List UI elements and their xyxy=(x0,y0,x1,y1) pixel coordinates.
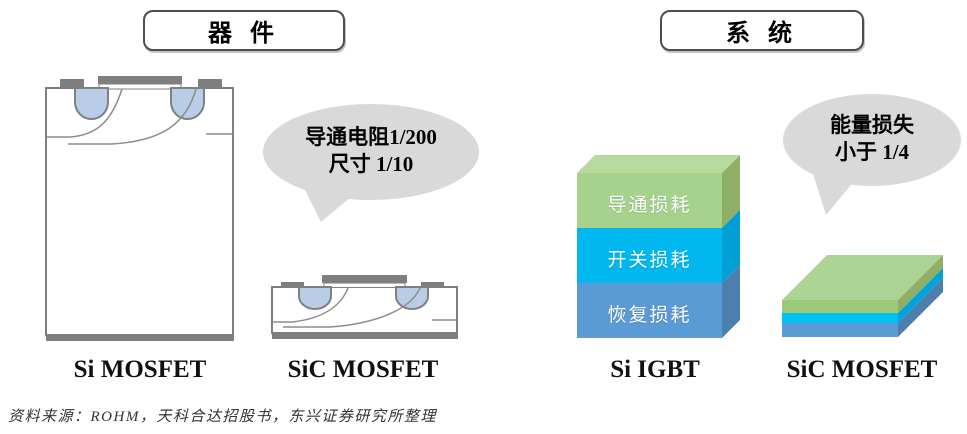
device-section-title: 器 件 xyxy=(143,10,345,51)
system-bubble-ellipse xyxy=(783,94,961,186)
device-bubble-shape xyxy=(263,104,479,222)
device-bubble-text: 导通电阻1/200 尺寸 1/10 xyxy=(263,124,479,178)
igbt-front-conduction xyxy=(577,173,722,228)
si-mosfet-gate-bar xyxy=(98,76,182,84)
sic-mosfet-drain-bar xyxy=(272,333,458,339)
slab-front-green xyxy=(782,300,898,313)
system-bubble-shape xyxy=(783,94,961,215)
slab-side-green xyxy=(898,255,943,313)
si-igbt-stack xyxy=(577,155,740,338)
sic-mosfet-system-label: SiC MOSFET xyxy=(786,356,938,383)
system-bubble-line2: 小于 1/4 xyxy=(834,140,910,164)
igbt-layer-label-switching: 开关损耗 xyxy=(607,250,692,271)
sic-mosfet-slab xyxy=(782,255,943,337)
sic-mosfet-depletion-curve-left xyxy=(272,287,349,323)
sic-mosfet-depletion-curve-right xyxy=(283,287,421,328)
system-bubble-line1: 能量损失 xyxy=(830,113,914,137)
sic-mosfet-diagram xyxy=(271,275,458,339)
slab-side-cyan xyxy=(898,268,943,323)
igbt-layer-label-conduction: 导通损耗 xyxy=(607,195,692,216)
system-bubble-text: 能量损失 小于 1/4 xyxy=(783,112,961,166)
igbt-side-recovery xyxy=(722,265,740,338)
si-igbt-label: Si IGBT xyxy=(610,356,700,383)
slab-front-cyan xyxy=(782,313,898,323)
system-section-title-text: 系 统 xyxy=(726,21,798,47)
system-bubble-tail xyxy=(813,174,856,215)
sic-mosfet-gate-bar xyxy=(322,275,407,283)
slab-top-face xyxy=(782,255,943,300)
igbt-top-face xyxy=(577,155,740,173)
sic-mosfet-pwell-right xyxy=(395,286,429,310)
si-mosfet-gate-oxide xyxy=(98,83,182,90)
si-mosfet-label: Si MOSFET xyxy=(73,356,207,383)
igbt-side-switching xyxy=(722,210,740,283)
sic-mosfet-source-contact-left xyxy=(281,282,304,288)
system-section-title: 系 统 xyxy=(660,10,864,51)
source-note: 资料来源：ROHM，天科合达招股书，东兴证券研究所整理 xyxy=(8,409,437,425)
igbt-front-recovery xyxy=(577,283,722,338)
igbt-layer-label-recovery: 恢复损耗 xyxy=(607,305,692,326)
sic-mosfet-gate-oxide xyxy=(323,282,406,288)
si-mosfet-pwell-right xyxy=(170,87,205,120)
si-mosfet-depletion-curve-left xyxy=(46,88,123,138)
device-bubble-line2: 尺寸 1/10 xyxy=(328,152,414,176)
device-bubble-ellipse xyxy=(263,104,479,200)
si-mosfet-diagram xyxy=(45,76,234,341)
si-mosfet-source-contact-right xyxy=(198,79,222,88)
sic-mosfet-device-label: SiC MOSFET xyxy=(287,356,439,383)
device-section-title-text: 器 件 xyxy=(208,21,280,47)
sic-mosfet-pwell-left xyxy=(298,286,332,310)
si-mosfet-body xyxy=(45,87,234,336)
igbt-side-conduction xyxy=(722,155,740,228)
igbt-front-switching xyxy=(577,228,722,283)
slab-side-blue xyxy=(898,278,943,337)
device-bubble-line1: 导通电阻1/200 xyxy=(305,125,437,149)
slab-front-blue xyxy=(782,323,898,337)
si-mosfet-depletion-curve-right xyxy=(68,88,197,145)
si-mosfet-pwell-left xyxy=(74,87,109,120)
sic-mosfet-source-contact-right xyxy=(421,282,444,288)
si-mosfet-source-contact-left xyxy=(60,79,84,88)
si-mosfet-drain-bar xyxy=(46,335,234,341)
